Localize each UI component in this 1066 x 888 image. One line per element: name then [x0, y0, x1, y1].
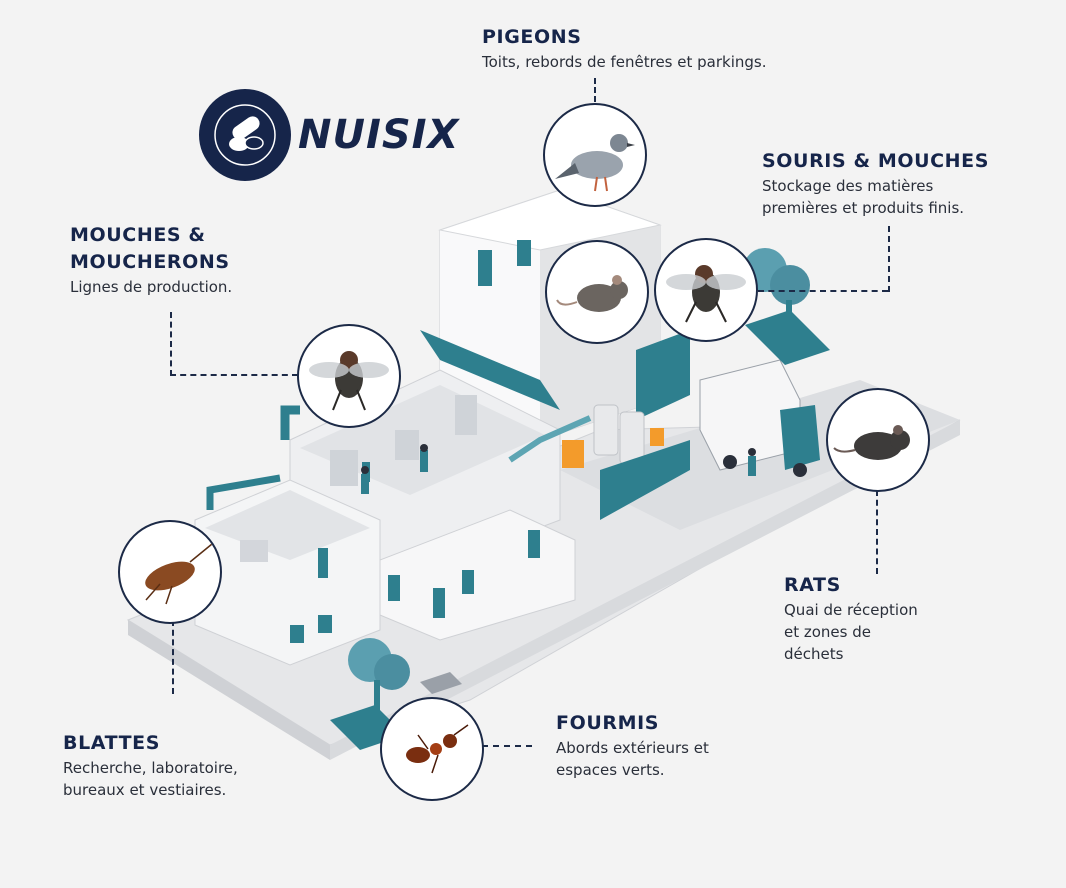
- rats-title: RATS: [784, 574, 841, 596]
- souris-mouches-title: SOURIS & MOUCHES: [762, 150, 990, 172]
- cockroach-icon: [145, 543, 213, 605]
- mouse-icon: [556, 275, 628, 312]
- souris-mouches-desc: Stockage des matières premières et produ…: [762, 177, 965, 217]
- brand-name: NUISIX: [298, 112, 460, 158]
- fly-circle-production: [297, 324, 401, 428]
- connector-mouches-vertical: [170, 312, 172, 376]
- front-offices: [379, 509, 576, 641]
- connector-rats: [876, 490, 878, 574]
- fourmis-desc: Abords extérieurs et espaces verts.: [556, 739, 709, 779]
- ant-circle: [380, 697, 484, 801]
- connector-fourmis: [482, 745, 532, 747]
- rat-icon: [833, 425, 910, 460]
- pigeons-desc: Toits, rebords de fenêtres et parkings.: [482, 53, 767, 71]
- tree-right: [743, 248, 830, 365]
- pigeon-icon: [555, 134, 635, 192]
- mouches-moucherons-desc: Lignes de production.: [70, 278, 233, 296]
- capsule-icon: [229, 116, 264, 151]
- brand-badge: [199, 89, 291, 181]
- cockroach-circle: [118, 520, 222, 624]
- blattes-title: BLATTES: [63, 732, 161, 754]
- label-mouches-moucherons: MOUCHES & MOUCHERONS Lignes de productio…: [70, 222, 310, 298]
- truck: [699, 359, 820, 477]
- connector-souris-vertical: [888, 226, 890, 292]
- label-rats: RATS Quai de réception et zones de déche…: [784, 572, 984, 665]
- connector-souris-horizontal: [758, 290, 888, 292]
- mouse-circle: [545, 240, 649, 344]
- label-pigeons: PIGEONS Toits, rebords de fenêtres et pa…: [482, 24, 862, 73]
- ant-icon: [406, 724, 469, 774]
- blattes-desc: Recherche, laboratoire, bureaux et vesti…: [63, 759, 238, 799]
- tanks: [562, 404, 690, 520]
- connector-pigeons: [594, 78, 596, 102]
- fly-icon: [666, 265, 746, 323]
- label-blattes: BLATTES Recherche, laboratoire, bureaux …: [63, 730, 313, 801]
- fly-circle-storage: [654, 238, 758, 342]
- label-souris-mouches: SOURIS & MOUCHES Stockage des matières p…: [762, 148, 1052, 219]
- rats-desc: Quai de réception et zones de déchets: [784, 601, 918, 663]
- rat-circle: [826, 388, 930, 492]
- fly-icon-production: [309, 351, 389, 411]
- label-fourmis: FOURMIS Abords extérieurs et espaces ver…: [556, 710, 786, 781]
- connector-blattes: [172, 620, 174, 694]
- pigeon-circle: [543, 103, 647, 207]
- fourmis-title: FOURMIS: [556, 712, 660, 734]
- mouches-moucherons-title: MOUCHES & MOUCHERONS: [70, 224, 230, 273]
- connector-mouches-horizontal: [170, 374, 298, 376]
- pigeons-title: PIGEONS: [482, 26, 582, 48]
